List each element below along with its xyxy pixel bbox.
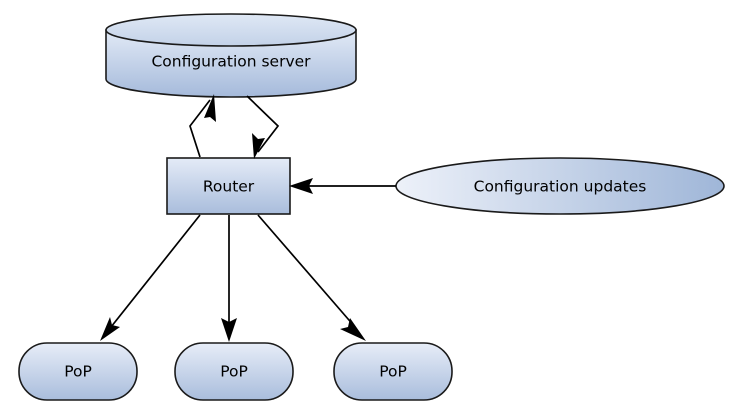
pop-right-box: [333, 342, 453, 401]
edge-router-to-pop-center: [221, 215, 237, 342]
edge-router-to-pop-center-arrowhead: [221, 318, 237, 342]
edge-router-to-pop-left-arrowhead: [100, 317, 120, 341]
node-pop-left[interactable]: PoP: [18, 342, 138, 401]
configuration-updates-label: Configuration updates: [474, 178, 647, 196]
cylinder-top: [105, 13, 357, 47]
node-pop-center[interactable]: PoP: [174, 342, 294, 401]
pop-right-label: PoP: [379, 363, 407, 381]
edge-router-to-pop-right-line: [257, 214, 356, 328]
edge-router-to-server-arrowhead: [204, 94, 216, 122]
pop-center-label: PoP: [220, 363, 248, 381]
edge-router-to-server-line: [189, 99, 211, 158]
edge-updates-to-router-arrowhead: [289, 178, 313, 194]
node-configuration-server[interactable]: Configuration server: [105, 13, 357, 98]
router-label: Router: [203, 178, 255, 196]
pop-center-box: [174, 342, 294, 401]
edge-router-to-pop-left: [100, 214, 201, 341]
edge-server-to-router-line: [246, 95, 280, 153]
edge-configuration-updates-to-router: [289, 178, 396, 194]
edge-router-to-configuration-server: [189, 94, 216, 158]
cylinder-body: [105, 29, 357, 98]
edge-router-to-pop-left-line: [110, 214, 201, 328]
edge-configuration-server-to-router: [246, 95, 280, 159]
pop-left-box: [18, 342, 138, 401]
node-router[interactable]: Router: [166, 157, 291, 215]
edge-router-to-pop-right: [257, 214, 366, 341]
edge-server-to-router-arrowhead: [252, 133, 265, 159]
node-configuration-updates[interactable]: Configuration updates: [395, 157, 725, 215]
edge-router-to-pop-right-arrowhead: [340, 318, 366, 341]
node-pop-right[interactable]: PoP: [333, 342, 453, 401]
pop-left-label: PoP: [64, 363, 92, 381]
configuration-server-label: Configuration server: [151, 53, 311, 71]
